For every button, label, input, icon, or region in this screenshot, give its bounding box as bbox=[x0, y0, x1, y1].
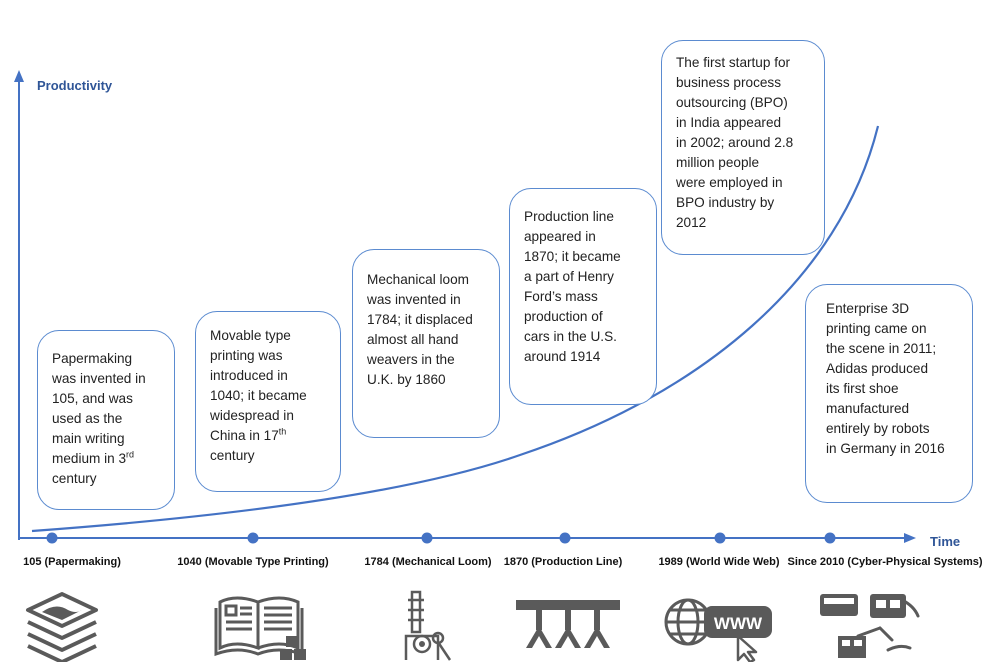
milestone-dot bbox=[247, 532, 259, 544]
milestone-dot bbox=[46, 532, 58, 544]
milestone-label-cps: Since 2010 (Cyber-Physical Systems) bbox=[787, 556, 983, 568]
milestone-dot bbox=[824, 532, 836, 544]
box-text-end: century bbox=[52, 471, 97, 486]
description-box-bpo: The first startup for business process o… bbox=[661, 40, 825, 255]
production-line-icon bbox=[516, 600, 620, 648]
open-book-icon bbox=[214, 596, 306, 660]
loom-machine-icon bbox=[404, 590, 452, 661]
milestone-label-papermaking: 105 (Papermaking) bbox=[23, 556, 121, 568]
box-text: Movable type printing was introduced in … bbox=[210, 328, 307, 443]
milestone-label-mechanical-loom: 1784 (Mechanical Loom) bbox=[364, 556, 492, 568]
milestone-dot bbox=[559, 532, 571, 544]
milestone-label-production-line: 1870 (Production Line) bbox=[503, 556, 623, 568]
box-superscript: rd bbox=[126, 449, 135, 460]
paper-stack-icon bbox=[26, 592, 98, 662]
y-axis-arrowhead bbox=[14, 70, 24, 82]
svg-text:WWW: WWW bbox=[714, 614, 763, 633]
box-text: Mechanical loom was invented in 1784; it… bbox=[367, 272, 473, 387]
y-axis-label: Productivity bbox=[37, 78, 113, 93]
productivity-curve bbox=[31, 125, 880, 533]
robotics-icon bbox=[820, 594, 920, 658]
www-globe-icon: WWW bbox=[664, 598, 772, 662]
milestone-dot bbox=[714, 532, 726, 544]
x-axis-label: Time bbox=[930, 534, 961, 549]
x-axis-arrowhead bbox=[904, 533, 916, 543]
box-text: Papermaking was invented in 105, and was… bbox=[52, 351, 146, 466]
box-text-end: century bbox=[210, 448, 255, 463]
description-box-papermaking: Papermaking was invented in 105, and was… bbox=[37, 330, 175, 510]
description-box-movable-type: Movable type printing was introduced in … bbox=[195, 311, 341, 492]
box-superscript: th bbox=[278, 426, 287, 437]
box-text: Production line appeared in 1870; it bec… bbox=[524, 209, 621, 364]
box-text: The first startup for business process o… bbox=[676, 55, 794, 230]
description-box-production-line: Production line appeared in 1870; it bec… bbox=[509, 188, 657, 405]
milestone-dot bbox=[421, 532, 433, 544]
milestone-label-movable-type: 1040 (Movable Type Printing) bbox=[177, 556, 329, 568]
description-box-3d-printing: Enterprise 3D printing came on the scene… bbox=[805, 284, 973, 503]
description-box-mechanical-loom: Mechanical loom was invented in 1784; it… bbox=[352, 249, 500, 438]
milestone-label-www: 1989 (World Wide Web) bbox=[658, 556, 780, 568]
box-text: Enterprise 3D printing came on the scene… bbox=[826, 301, 945, 456]
